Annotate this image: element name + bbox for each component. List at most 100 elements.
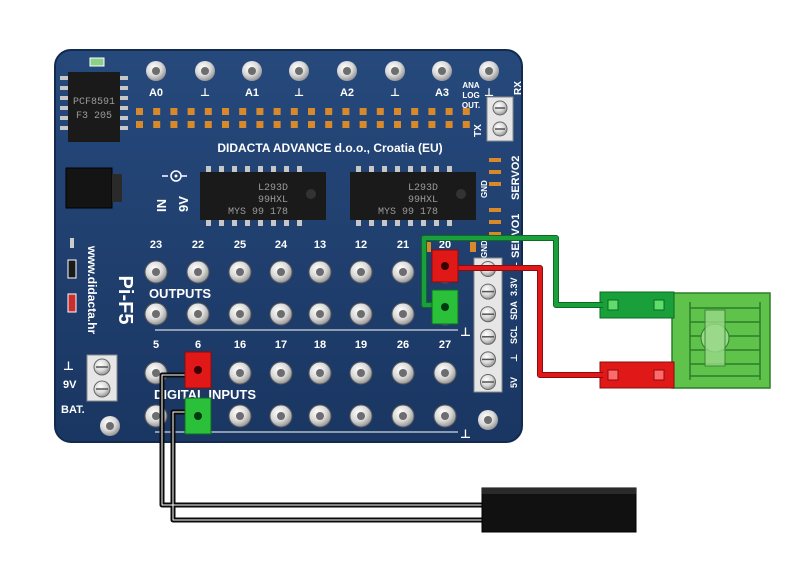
gpio-pad	[394, 108, 401, 115]
servo-headers	[489, 158, 501, 236]
gpio-pad	[376, 121, 384, 128]
svg-text:3.3V: 3.3V	[509, 277, 519, 296]
battery-ground: ⊥	[63, 359, 74, 373]
gpio-pad	[256, 121, 264, 128]
label-gnd: ⊥	[390, 87, 400, 99]
battery-terminal	[86, 354, 118, 402]
gpio-pad	[411, 108, 419, 115]
gpio-pad	[239, 108, 247, 115]
gpio-pad	[325, 121, 333, 128]
website: www.didacta.hr	[85, 245, 99, 335]
screw-terminal	[144, 302, 168, 326]
screw-terminal	[144, 260, 168, 284]
inputs-ground: ⊥	[460, 427, 471, 441]
i2c-terminal	[473, 257, 503, 393]
label-a0: A0	[149, 87, 163, 99]
gpio-pad	[428, 121, 436, 128]
gpio-pad	[170, 121, 178, 128]
gpio-pad	[290, 121, 298, 128]
svg-text:ANA: ANA	[462, 81, 480, 90]
gpio-pad	[462, 121, 470, 128]
screw-terminal	[308, 302, 332, 326]
svg-text:21: 21	[397, 239, 409, 251]
outputs-label: OUTPUTS	[149, 286, 211, 301]
screw-terminal	[391, 302, 415, 326]
screw-terminal	[308, 361, 332, 385]
green-connector-pin27	[431, 289, 459, 325]
input-terminals	[144, 361, 457, 428]
gpio-pad	[256, 108, 264, 115]
svg-text:12: 12	[355, 239, 367, 251]
power-9v-label: 9V	[176, 196, 191, 212]
screw-terminal	[391, 260, 415, 284]
screw-terminal	[349, 404, 373, 428]
gpio-pad	[273, 121, 281, 128]
screw-terminal	[349, 302, 373, 326]
board: PCF8591 F3 205 A0 ⊥ A1 ⊥ A2 ⊥ A3 ⊥	[54, 49, 524, 443]
svg-text:SCL: SCL	[509, 325, 519, 344]
screw-terminal	[269, 361, 293, 385]
rx-label: RX	[513, 81, 524, 95]
input-pin-numbers: 5 6 16 17 18 19 26 27	[153, 339, 451, 351]
screw-terminal	[228, 302, 252, 326]
tx-rx-terminal	[486, 96, 514, 142]
adc-chip-code: F3 205	[76, 111, 112, 122]
manufacturer-label: DIDACTA ADVANCE d.o.o., Croatia (EU)	[217, 141, 442, 155]
screw-terminal	[186, 302, 210, 326]
gpio-pad	[359, 108, 367, 115]
gpio-pad	[187, 108, 195, 115]
battery-bat-label: BAT.	[61, 404, 85, 416]
mounting-holes	[100, 410, 498, 436]
wires	[159, 235, 603, 523]
motor-driver-chip-2: L293D 99HXL MYS 99 178	[350, 166, 476, 226]
screw-terminal	[269, 404, 293, 428]
servo2-label: SERVO2	[510, 156, 522, 200]
svg-text:25: 25	[234, 239, 246, 251]
red-connector-input	[184, 351, 212, 389]
svg-text:22: 22	[192, 239, 204, 251]
gpio-pad	[187, 121, 195, 128]
gpio-pad	[445, 108, 453, 115]
ana-log-out-label: ANA LOG OUT.	[462, 81, 480, 110]
outputs-ground: ⊥	[460, 325, 471, 339]
screw-terminal	[349, 361, 373, 385]
gpio-pad	[308, 108, 315, 115]
label-a2: A2	[340, 87, 354, 99]
adc-chip-label: PCF8591	[73, 97, 115, 108]
svg-text:16: 16	[234, 339, 246, 351]
output-header	[425, 242, 476, 252]
svg-text:20: 20	[439, 239, 451, 251]
gpio-header	[136, 108, 470, 128]
screw-terminal	[228, 361, 252, 385]
svg-text:5V: 5V	[509, 377, 519, 388]
gpio-pad	[359, 121, 367, 128]
gpio-pad	[325, 108, 333, 115]
svg-text:24: 24	[275, 239, 288, 251]
svg-text:27: 27	[439, 339, 451, 351]
gpio-pad	[153, 121, 161, 128]
screw-terminal	[433, 404, 457, 428]
board-name: Pi-F5	[114, 276, 136, 325]
screw-terminal	[391, 404, 415, 428]
svg-text:LOG: LOG	[462, 91, 479, 100]
gpio-pad	[376, 108, 384, 115]
gpio-pad	[308, 121, 315, 128]
svg-text:MYS 99 178: MYS 99 178	[228, 207, 288, 218]
analog-pin-row	[146, 61, 499, 81]
gpio-pad	[411, 121, 419, 128]
svg-text:18: 18	[314, 339, 326, 351]
power-in-label: IN	[154, 199, 169, 212]
svg-text:6: 6	[195, 339, 201, 351]
label-gnd: ⊥	[200, 87, 210, 99]
svg-text:SDA: SDA	[509, 300, 519, 320]
svg-text:19: 19	[355, 339, 367, 351]
gpio-pad	[153, 108, 161, 115]
red-connector-pin20	[431, 249, 459, 283]
screw-terminal	[228, 404, 252, 428]
screw-terminal	[391, 361, 415, 385]
gpio-pad	[204, 121, 212, 128]
black-connector-plug	[481, 487, 637, 533]
svg-text:MYS 99 178: MYS 99 178	[378, 207, 438, 218]
svg-text:OUT.: OUT.	[462, 101, 480, 110]
svg-text:23: 23	[150, 239, 162, 251]
